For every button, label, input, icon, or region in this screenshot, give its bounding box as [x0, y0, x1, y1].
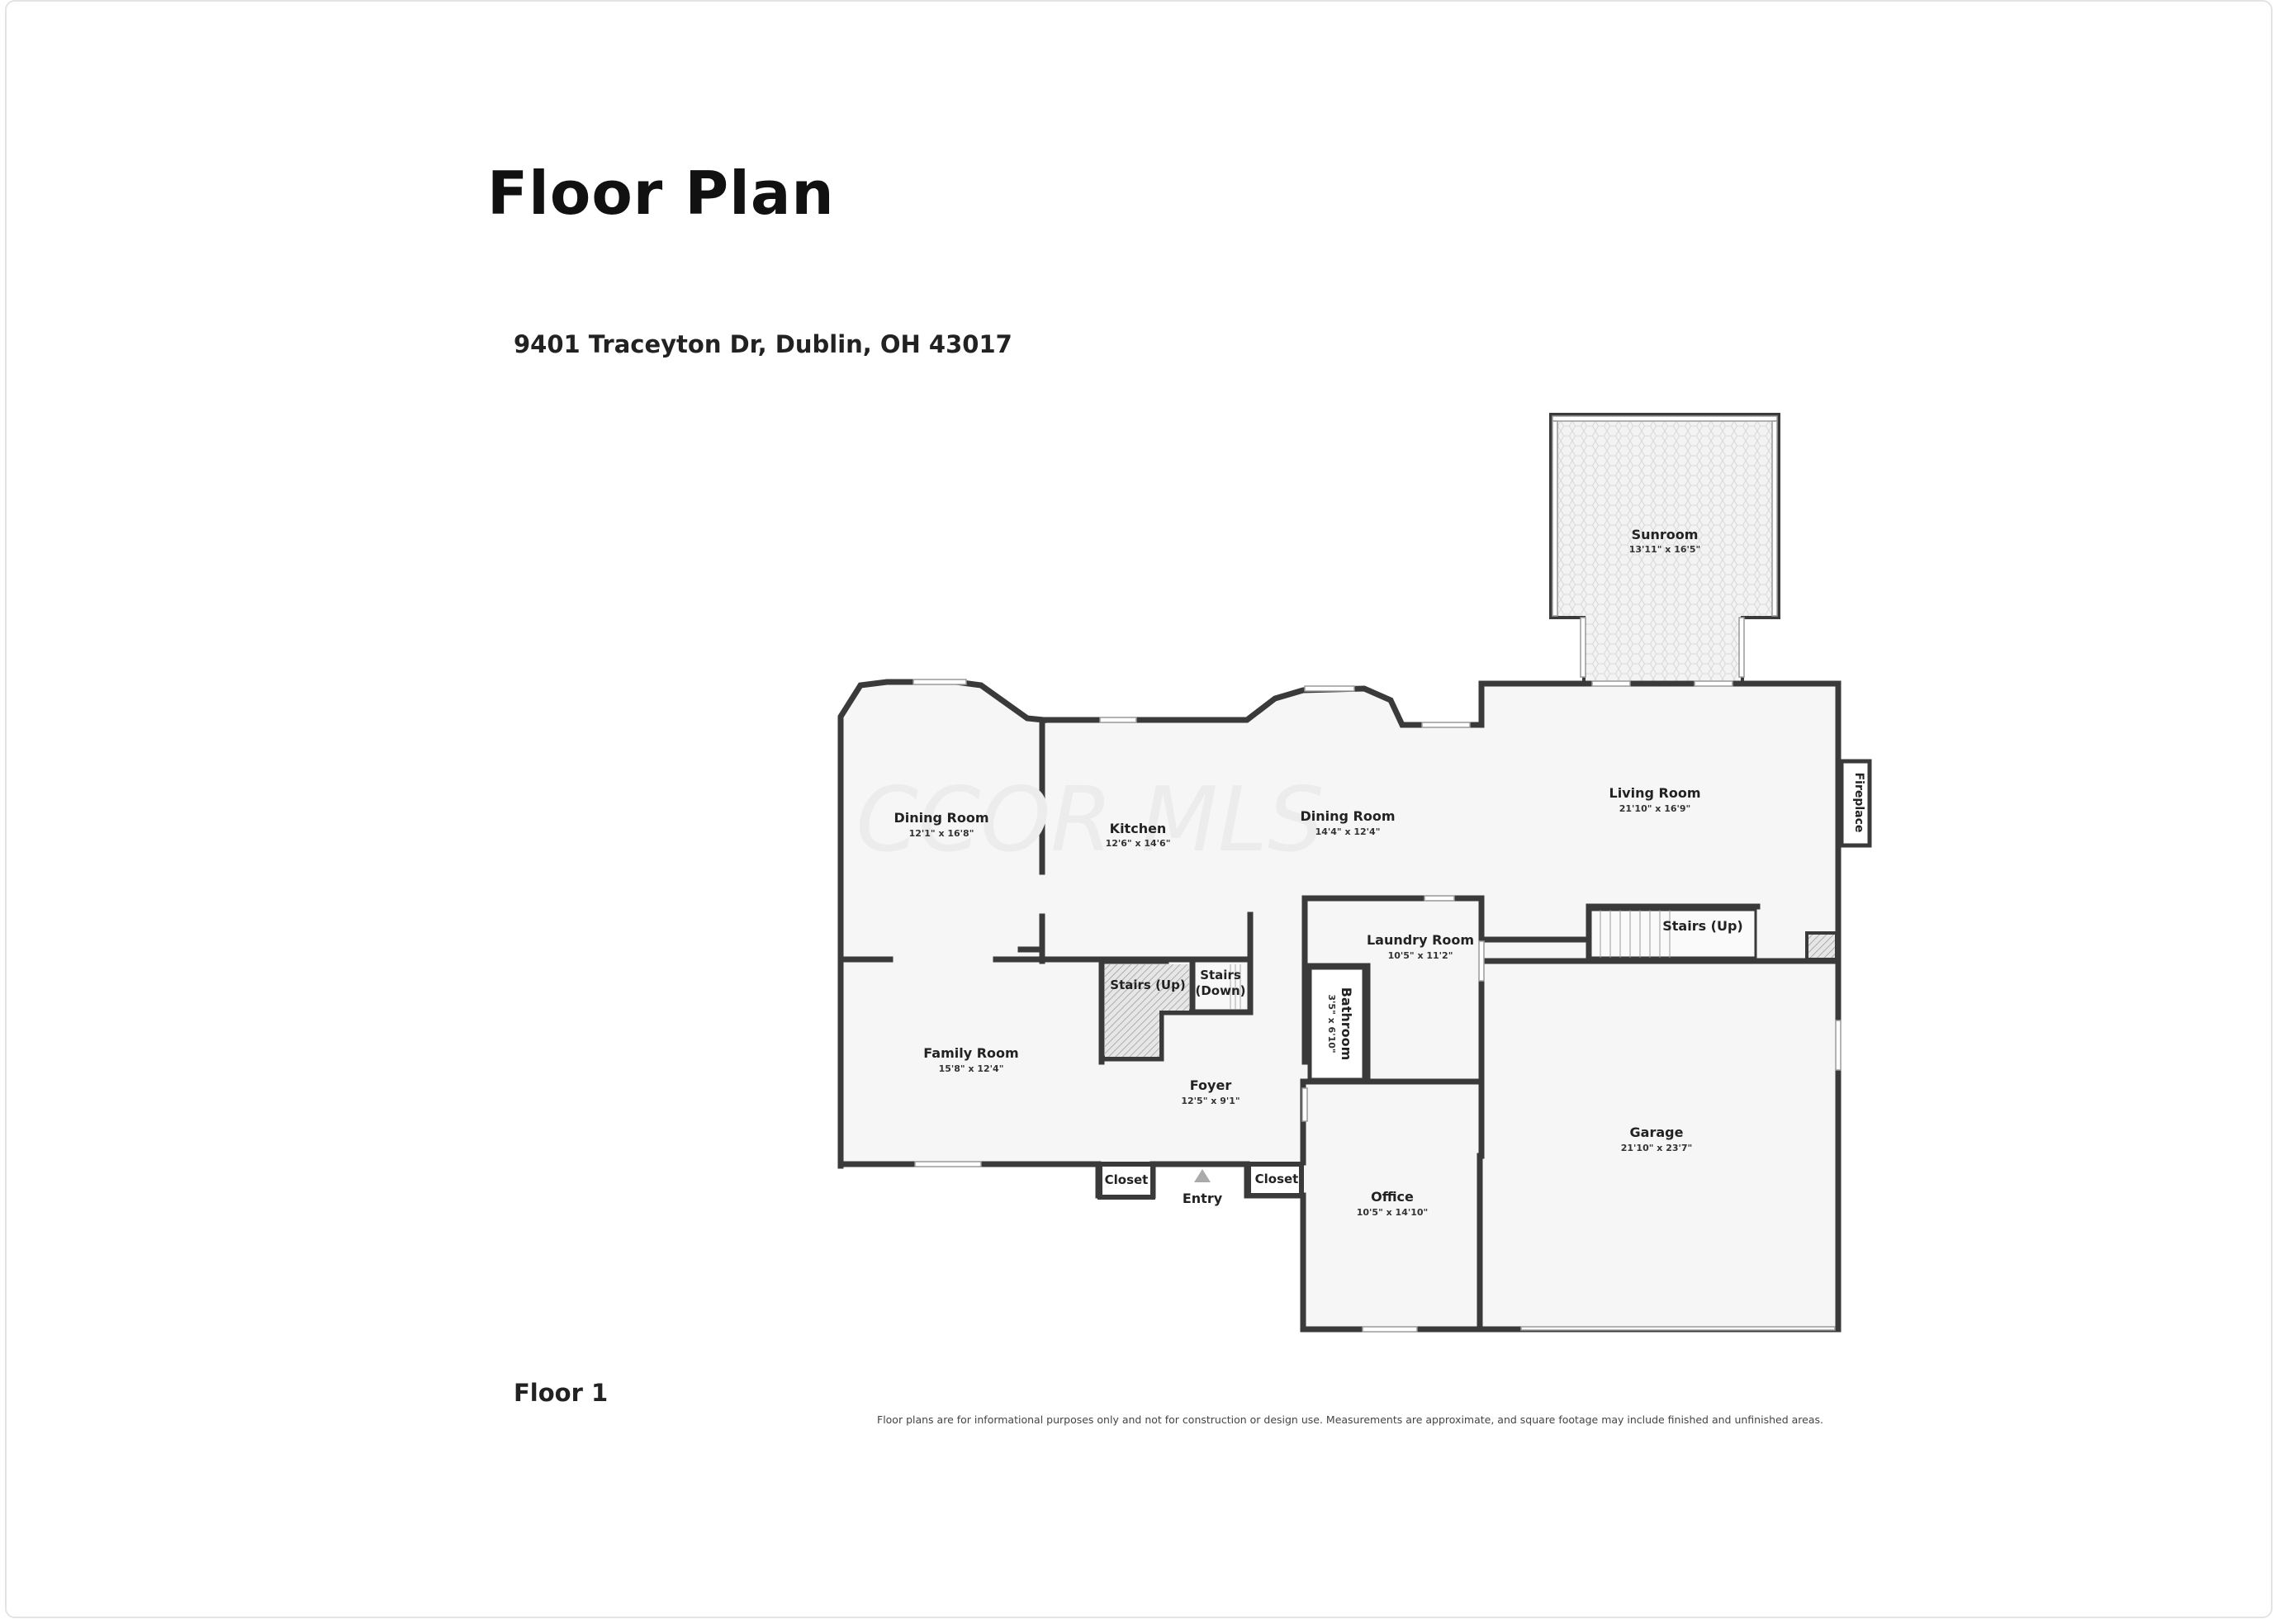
- stairs-down-foyer: [1196, 964, 1245, 1009]
- room-name: Garage: [1630, 1124, 1684, 1140]
- room-dims: 15'8" x 12'4": [939, 1063, 1004, 1074]
- room-laundry: Laundry Room 10'5" x 11'2": [1367, 932, 1474, 961]
- room-dims: 12'6" x 14'6": [1106, 838, 1171, 849]
- room-living: Living Room 21'10" x 16'9": [1609, 785, 1701, 814]
- room-garage: Garage 21'10" x 23'7": [1621, 1124, 1693, 1153]
- room-dims: 21'10" x 16'9": [1619, 803, 1691, 814]
- fireplace-label: Fireplace: [1852, 773, 1865, 833]
- room-dims: 10'5" x 14'10": [1357, 1207, 1429, 1218]
- watermark: CCOR MLS: [856, 769, 1324, 872]
- closets: [1097, 1162, 1304, 1200]
- room-dims: 13'11" x 16'5": [1629, 544, 1701, 555]
- bathroom-walls: [1307, 965, 1367, 1082]
- stairs-down-label: Stairs: [1200, 968, 1241, 982]
- room-office: Office 10'5" x 14'10": [1357, 1189, 1429, 1218]
- room-dims: 21'10" x 23'7": [1621, 1143, 1693, 1153]
- room-dims: 12'1" x 16'8": [909, 828, 974, 839]
- disclaimer: Floor plans are for informational purpos…: [877, 1413, 1823, 1426]
- entry-arrow-icon: [1194, 1169, 1211, 1182]
- sunroom-walls: [1549, 413, 1780, 684]
- entry-label: Entry: [1183, 1191, 1223, 1206]
- room-foyer: Foyer 12'5" x 9'1": [1181, 1077, 1240, 1106]
- stairs-up-living-label: Stairs (Up): [1662, 918, 1743, 934]
- room-name: Bathroom: [1339, 987, 1354, 1061]
- room-name: Laundry Room: [1367, 932, 1474, 948]
- room-name: Dining Room: [894, 810, 988, 826]
- room-dining-right: Dining Room 14'4" x 12'4": [1300, 808, 1395, 837]
- room-dims: 14'4" x 12'4": [1315, 826, 1381, 837]
- room-name: Kitchen: [1110, 821, 1167, 836]
- room-dims: 3'5" x 6'10": [1326, 994, 1337, 1053]
- page-title: Floor Plan: [487, 159, 835, 228]
- exterior-walls: [837, 679, 1842, 1333]
- room-dining-left: Dining Room 12'1" x 16'8": [894, 810, 988, 839]
- room-sunroom: Sunroom 13'11" x 16'5": [1629, 527, 1701, 555]
- room-kitchen: Kitchen 12'6" x 14'6": [1106, 821, 1171, 849]
- room-name: Living Room: [1609, 785, 1701, 801]
- closet-left-label: Closet: [1105, 1172, 1149, 1187]
- room-dims: 12'5" x 9'1": [1181, 1096, 1240, 1106]
- fireplace: Fireplace: [1839, 759, 1872, 848]
- room-dims: 10'5" x 11'2": [1388, 950, 1453, 961]
- room-name: Sunroom: [1632, 527, 1699, 542]
- closet-right-label: Closet: [1255, 1172, 1299, 1186]
- stairs-up-living: [1589, 908, 1838, 961]
- floor-label: Floor 1: [514, 1379, 609, 1407]
- stairs-down-label-2: (Down): [1195, 983, 1245, 998]
- room-name: Family Room: [923, 1045, 1018, 1061]
- room-name: Foyer: [1190, 1077, 1232, 1093]
- property-address: 9401 Traceyton Dr, Dublin, OH 43017: [514, 330, 1012, 358]
- room-name: Dining Room: [1300, 808, 1395, 824]
- stairs-up-foyer: [1105, 964, 1189, 1057]
- room-bathroom: Bathroom 3'5" x 6'10": [1326, 987, 1354, 1061]
- room-name: Office: [1371, 1189, 1414, 1205]
- room-family: Family Room 15'8" x 12'4": [923, 1045, 1018, 1074]
- stairs-up-label: Stairs (Up): [1110, 978, 1185, 992]
